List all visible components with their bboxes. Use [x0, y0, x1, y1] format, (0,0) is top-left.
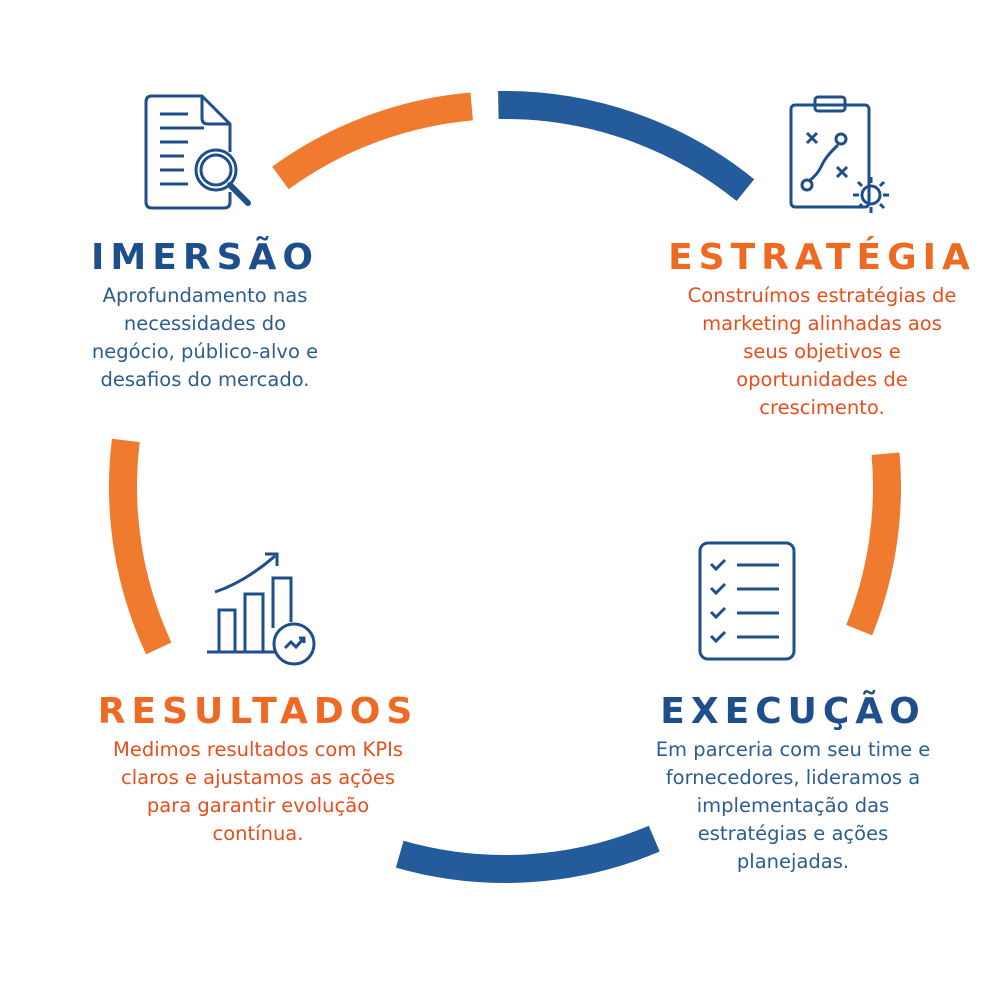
desc-line: claros e ajustamos as ações	[121, 766, 395, 789]
document-search-icon	[144, 94, 251, 210]
checklist-icon	[698, 541, 796, 661]
step-description: Construímos estratégias de marketing ali…	[652, 282, 992, 422]
step-description: Em parceria com seu time e fornecedores,…	[623, 736, 963, 876]
step-title: ESTRATÉGIA	[668, 237, 976, 278]
desc-line: oportunidades de	[736, 368, 908, 391]
desc-line: desafios do mercado.	[100, 368, 310, 391]
desc-line: negócio, público-alvo e	[91, 340, 319, 363]
desc-line: fornecedores, lideramos a	[665, 766, 921, 789]
desc-line: Em parceria com seu time e	[655, 738, 931, 761]
desc-line: Medimos resultados com KPIs	[113, 738, 403, 761]
desc-line: seus objetivos e	[743, 340, 901, 363]
desc-line: necessidades do	[123, 312, 287, 335]
step-description: Medimos resultados com KPIs claros e aju…	[78, 736, 438, 848]
arc-execucao	[846, 452, 901, 636]
desc-line: crescimento.	[759, 396, 885, 419]
desc-line: Aprofundamento nas	[102, 284, 308, 307]
desc-line: para garantir evolução	[146, 794, 370, 817]
growth-chart-icon	[207, 552, 316, 666]
desc-line: marketing alinhadas aos	[702, 312, 942, 335]
step-execucao: EXECUÇÃO Em parceria com seu time e forn…	[623, 690, 963, 876]
step-title: IMERSÃO	[91, 237, 319, 278]
clipboard-strategy-icon	[789, 95, 889, 213]
desc-line: planejadas.	[736, 850, 850, 873]
arc-return	[109, 438, 172, 655]
arc-estrategia	[498, 91, 755, 202]
desc-line: estratégias e ações	[697, 822, 889, 845]
step-description: Aprofundamento nas necessidades do negóc…	[40, 282, 370, 394]
step-title: RESULTADOS	[97, 691, 419, 732]
desc-line: Construímos estratégias de	[687, 284, 957, 307]
step-title: EXECUÇÃO	[660, 691, 926, 732]
desc-line: implementação das	[696, 794, 890, 817]
arc-resultados	[395, 825, 660, 883]
step-estrategia: ESTRATÉGIA Construímos estratégias de ma…	[652, 236, 992, 422]
step-resultados: RESULTADOS Medimos resultados com KPIs c…	[78, 690, 438, 848]
desc-line: contínua.	[212, 822, 304, 845]
step-imersao: IMERSÃO Aprofundamento nas necessidades …	[40, 236, 370, 394]
arc-imersao	[272, 92, 474, 190]
